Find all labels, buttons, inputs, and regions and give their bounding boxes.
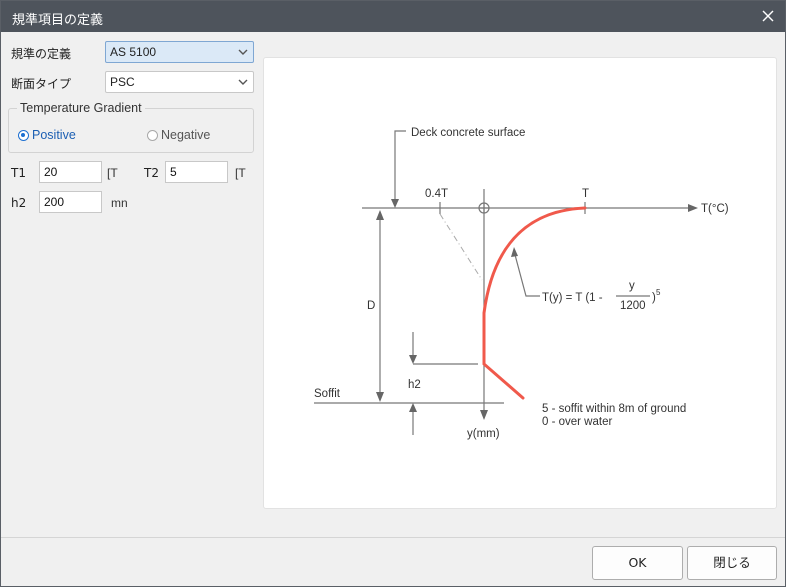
temperature-gradient-title: Temperature Gradient xyxy=(17,101,145,115)
guide-dashed-line xyxy=(439,213,483,281)
t1-unit: [T xyxy=(107,166,118,180)
negative-radio[interactable]: Negative xyxy=(147,128,210,142)
radio-unselected-icon xyxy=(147,129,158,141)
footer-divider xyxy=(1,537,785,538)
d-arrow-top xyxy=(376,210,384,220)
formula-leader-line xyxy=(513,250,540,297)
standard-select[interactable]: AS 5100 xyxy=(105,41,254,63)
soffit-label: Soffit xyxy=(314,388,341,400)
formula-denominator: 1200 xyxy=(620,300,646,312)
title-bar[interactable]: 規準項目の定義 xyxy=(1,1,785,32)
formula-close: ) xyxy=(652,292,656,304)
formula-main: T(y) = T (1 - xyxy=(542,292,603,304)
section-type-select-value: PSC xyxy=(110,75,135,89)
temperature-profile-curve xyxy=(482,206,587,400)
h2-arrow-top xyxy=(409,355,417,364)
close-icon[interactable] xyxy=(759,7,777,25)
radio-selected-icon xyxy=(18,129,29,141)
section-type-label: 断面タイプ xyxy=(11,77,72,91)
formula-numerator: y xyxy=(629,280,635,292)
formula-arrow xyxy=(511,247,518,257)
positive-radio[interactable]: Positive xyxy=(18,128,76,142)
chevron-down-icon xyxy=(238,79,248,85)
deck-arrow xyxy=(391,199,399,208)
h2-arrow-bottom xyxy=(409,403,417,412)
h2-input[interactable] xyxy=(39,191,102,213)
y-axis-label: y(mm) xyxy=(467,428,500,440)
d-arrow-bottom xyxy=(376,392,384,402)
d-label: D xyxy=(367,300,375,312)
y-axis-arrow xyxy=(480,410,488,420)
deck-leader-line xyxy=(394,130,406,203)
h2-unit: mn xyxy=(111,196,128,210)
t-axis-arrow xyxy=(688,204,698,212)
t1-label: T1 xyxy=(11,166,26,180)
label-t: T xyxy=(582,188,589,200)
h2-label: h2 xyxy=(11,196,27,210)
positive-radio-label: Positive xyxy=(32,128,76,142)
chevron-down-icon xyxy=(238,49,248,55)
h2-diagram-label: h2 xyxy=(408,379,421,391)
t2-label: T2 xyxy=(144,166,159,180)
standard-label: 規準の定義 xyxy=(11,47,72,61)
note-soffit: 5 - soffit within 8m of ground xyxy=(542,403,686,415)
diagram-panel: Deck concrete surface 0.4T T T(°C) D T(y… xyxy=(263,57,777,509)
label-04t: 0.4T xyxy=(425,188,448,200)
ok-button[interactable]: OK xyxy=(592,546,683,580)
t2-input[interactable] xyxy=(165,161,228,183)
t-axis-label: T(°C) xyxy=(701,203,729,215)
note-water: 0 - over water xyxy=(542,416,612,428)
t2-unit: [T xyxy=(235,166,246,180)
t1-input[interactable] xyxy=(39,161,102,183)
temperature-gradient-diagram: Deck concrete surface 0.4T T T(°C) D T(y… xyxy=(314,127,729,440)
window-title: 規準項目の定義 xyxy=(12,13,104,28)
deck-surface-label: Deck concrete surface xyxy=(411,127,525,139)
section-type-select[interactable]: PSC xyxy=(105,71,254,93)
standard-select-value: AS 5100 xyxy=(110,45,157,59)
negative-radio-label: Negative xyxy=(161,128,211,142)
close-button[interactable]: 閉じる xyxy=(687,546,777,580)
formula-exponent: 5 xyxy=(656,288,661,297)
